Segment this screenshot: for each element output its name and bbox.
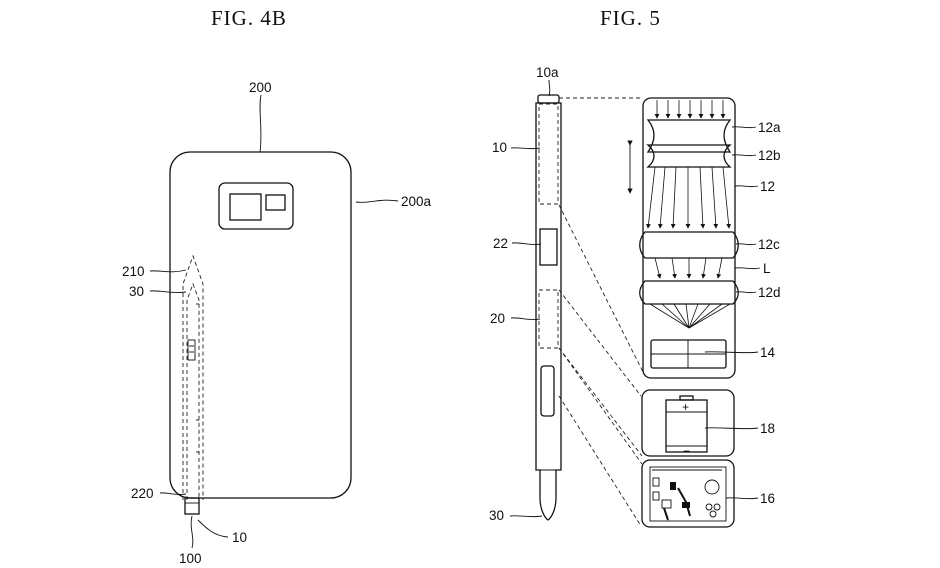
label-12b: 12b [758, 148, 781, 163]
projection-lines [558, 97, 644, 527]
label-10: 10 [232, 530, 247, 545]
image-sensor-14 [650, 339, 727, 369]
camera-panel-12 [627, 97, 739, 379]
label-12a: 12a [758, 120, 781, 135]
fig5-title: FIG. 5 [600, 6, 661, 30]
label-10a: 10a [536, 65, 559, 80]
battery-plus: + [682, 400, 689, 414]
label-10: 10 [492, 140, 507, 155]
label-210: 210 [122, 264, 145, 279]
stylus-body [535, 94, 562, 521]
label-100: 100 [179, 551, 202, 566]
label-220: 220 [131, 486, 154, 501]
battery-minus: − [683, 444, 690, 458]
label-20: 20 [490, 311, 505, 326]
label-12c: 12c [758, 237, 780, 252]
label-200: 200 [249, 80, 272, 95]
label-200a: 200a [401, 194, 432, 209]
figure-4b: FIG. 4B [122, 6, 432, 566]
circuit-board-16 [641, 459, 735, 528]
label-30: 30 [489, 508, 504, 523]
label-18: 18 [760, 421, 775, 436]
label-30: 30 [129, 284, 144, 299]
label-22: 22 [493, 236, 508, 251]
label-L: L [763, 261, 771, 276]
label-16: 16 [760, 491, 775, 506]
stylus-end-100 [184, 497, 200, 515]
figure-5: FIG. 5 [489, 6, 781, 528]
label-14: 14 [760, 345, 776, 360]
camera-module [218, 182, 294, 230]
battery-panel-18: + − [641, 389, 735, 458]
label-12: 12 [760, 179, 775, 194]
light-rays-L [646, 100, 731, 329]
stylus-slot-210 [182, 254, 204, 500]
label-12d: 12d [758, 285, 781, 300]
fig4b-title: FIG. 4B [211, 6, 287, 30]
phone-body-200a [169, 151, 352, 499]
